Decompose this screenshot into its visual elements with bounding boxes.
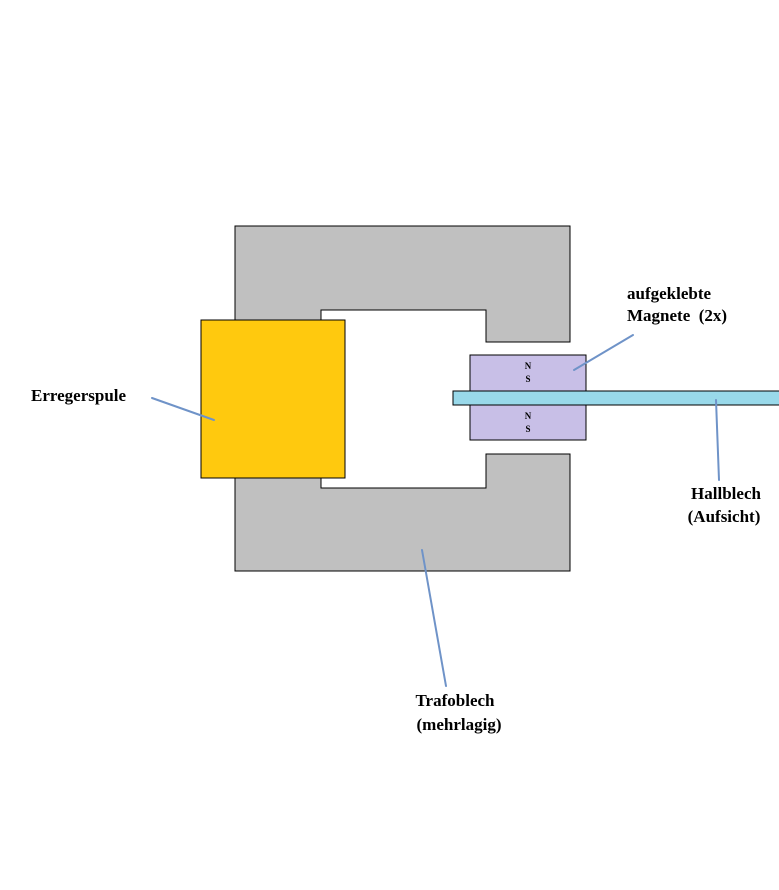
coil-leader-line <box>151 397 215 421</box>
core-label-line1: Trafoblech <box>415 691 495 710</box>
lower-magnet <box>469 404 587 441</box>
core-leader-line <box>421 549 447 687</box>
coil-label: Erregerspule <box>31 386 127 405</box>
upper-magnet-south-label: S <box>525 374 530 384</box>
hall-leader-line <box>715 399 720 481</box>
hall-plate <box>452 390 779 406</box>
hall-label-line2: (Aufsicht) <box>688 507 761 526</box>
lower-magnet-south-label: S <box>525 424 530 434</box>
core-label-line2: (mehrlagig) <box>417 715 502 734</box>
lower-magnet-north-label: N <box>525 411 532 421</box>
excitation-coil <box>200 319 346 479</box>
magnets-leader-line <box>573 334 634 371</box>
magnets-label-line1: aufgeklebte <box>627 284 712 303</box>
magnets-label-line2: Magnete (2x) <box>627 306 727 325</box>
transformer-core <box>234 225 571 572</box>
hall-label-line1: Hallblech <box>691 484 761 503</box>
upper-magnet <box>469 354 587 392</box>
upper-magnet-north-label: N <box>525 361 532 371</box>
